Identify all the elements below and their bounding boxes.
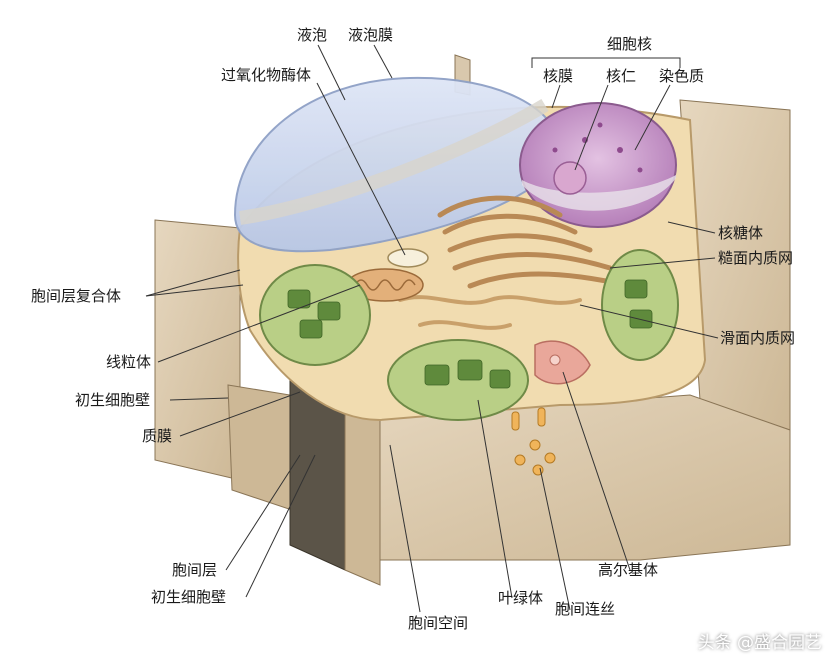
plasmodesmata-shape — [511, 407, 556, 476]
watermark: 头条 @盛合园艺 — [697, 633, 822, 653]
golgi-shape — [534, 340, 591, 385]
label-rough-er: 糙面内质网 — [718, 249, 794, 267]
peroxisome-shape — [387, 248, 429, 268]
label-nuclear-envelope: 核膜 — [543, 67, 574, 85]
label-golgi: 高尔基体 — [598, 561, 659, 579]
label-ribosome: 核糖体 — [718, 224, 764, 242]
label-peroxisome: 过氧化物酶体 — [221, 66, 312, 84]
label-primary-wall-left: 初生细胞壁 — [75, 391, 151, 409]
leader-lines — [145, 44, 719, 613]
label-middle-lamella: 胞间层 — [172, 561, 218, 579]
chloroplast-shapes — [259, 249, 679, 421]
label-plasma-membrane: 质膜 — [142, 427, 173, 445]
label-primary-wall-bottom: 初生细胞壁 — [151, 588, 227, 606]
label-tonoplast: 液泡膜 — [348, 26, 394, 44]
label-plasmodesmata: 胞间连丝 — [555, 600, 616, 618]
label-intercellular-space: 胞间空间 — [408, 614, 469, 632]
label-chromatin: 染色质 — [659, 67, 705, 85]
label-mitochondrion: 线粒体 — [106, 353, 152, 371]
tonoplast-band — [238, 98, 549, 225]
label-vacuole: 液泡 — [297, 26, 328, 44]
smooth-er-shape — [398, 295, 582, 330]
nucleus-shape — [519, 102, 677, 228]
label-middle-lamella-complex: 胞间层复合体 — [31, 287, 122, 305]
label-smooth-er: 滑面内质网 — [720, 329, 796, 347]
label-chloroplast: 叶绿体 — [498, 589, 544, 607]
label-nucleus: 细胞核 — [607, 35, 653, 53]
label-nucleolus: 核仁 — [606, 67, 637, 85]
